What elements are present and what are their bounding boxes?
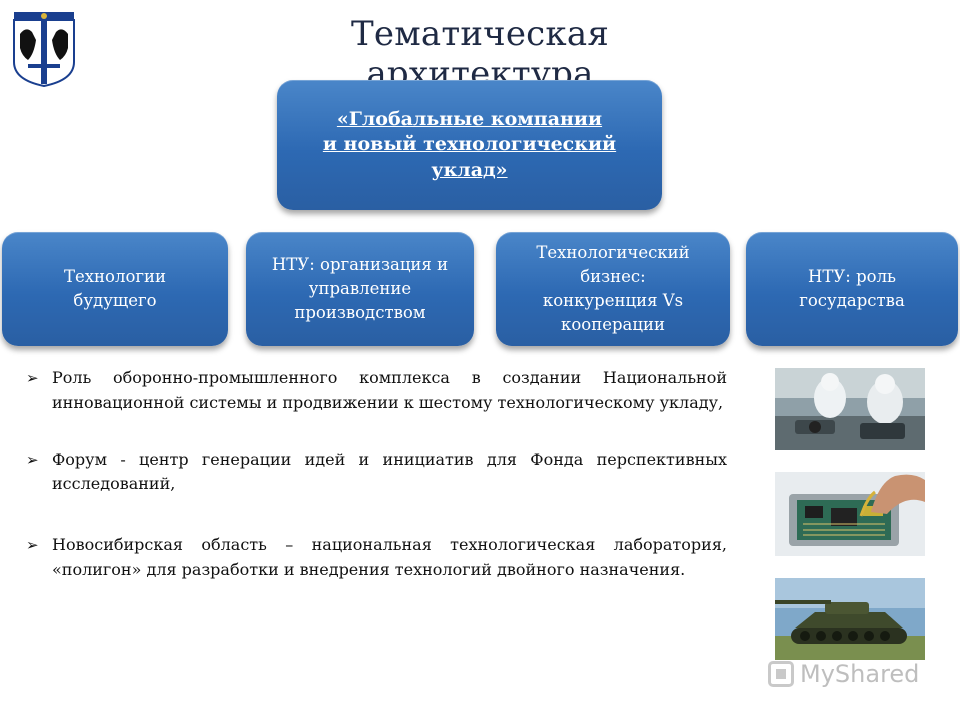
arrow-bullet-icon: ➢: [26, 536, 39, 555]
watermark: MyShared: [768, 656, 919, 692]
bullet-item: ➢ Новосибирская область – национальная т…: [24, 533, 727, 583]
circuit-board-photo: [775, 472, 925, 556]
main-theme-box: «Глобальные компании и новый технологиче…: [277, 80, 662, 210]
topic-box-state-role: НТУ: роль государства: [746, 232, 958, 346]
bullet-item: ➢ Форум - центр генерации идей и инициат…: [24, 448, 727, 498]
topic-box-future-tech: Технологии будущего: [2, 232, 228, 346]
coat-of-arms-icon: [13, 12, 75, 88]
tank-photo: [775, 578, 925, 660]
bullet-text: Новосибирская область – национальная тех…: [52, 535, 727, 579]
topic-box-production: НТУ: организация и управление производст…: [246, 232, 474, 346]
bullet-item: ➢ Роль оборонно-промышленного комплекса …: [24, 366, 727, 416]
bullet-text: Роль оборонно-промышленного комплекса в …: [52, 368, 727, 412]
arrow-bullet-icon: ➢: [26, 450, 39, 469]
bullet-text: Форум - центр генерации идей и инициатив…: [52, 449, 727, 494]
myshared-logo-icon: [768, 661, 794, 687]
watermark-text: MyShared: [800, 660, 920, 688]
topic-box-tech-business: Технологический бизнес: конкуренция Vs к…: [496, 232, 730, 346]
cleanroom-workers-photo: [775, 368, 925, 450]
arrow-bullet-icon: ➢: [26, 369, 39, 387]
bullet-list: ➢ Роль оборонно-промышленного комплекса …: [24, 366, 727, 583]
